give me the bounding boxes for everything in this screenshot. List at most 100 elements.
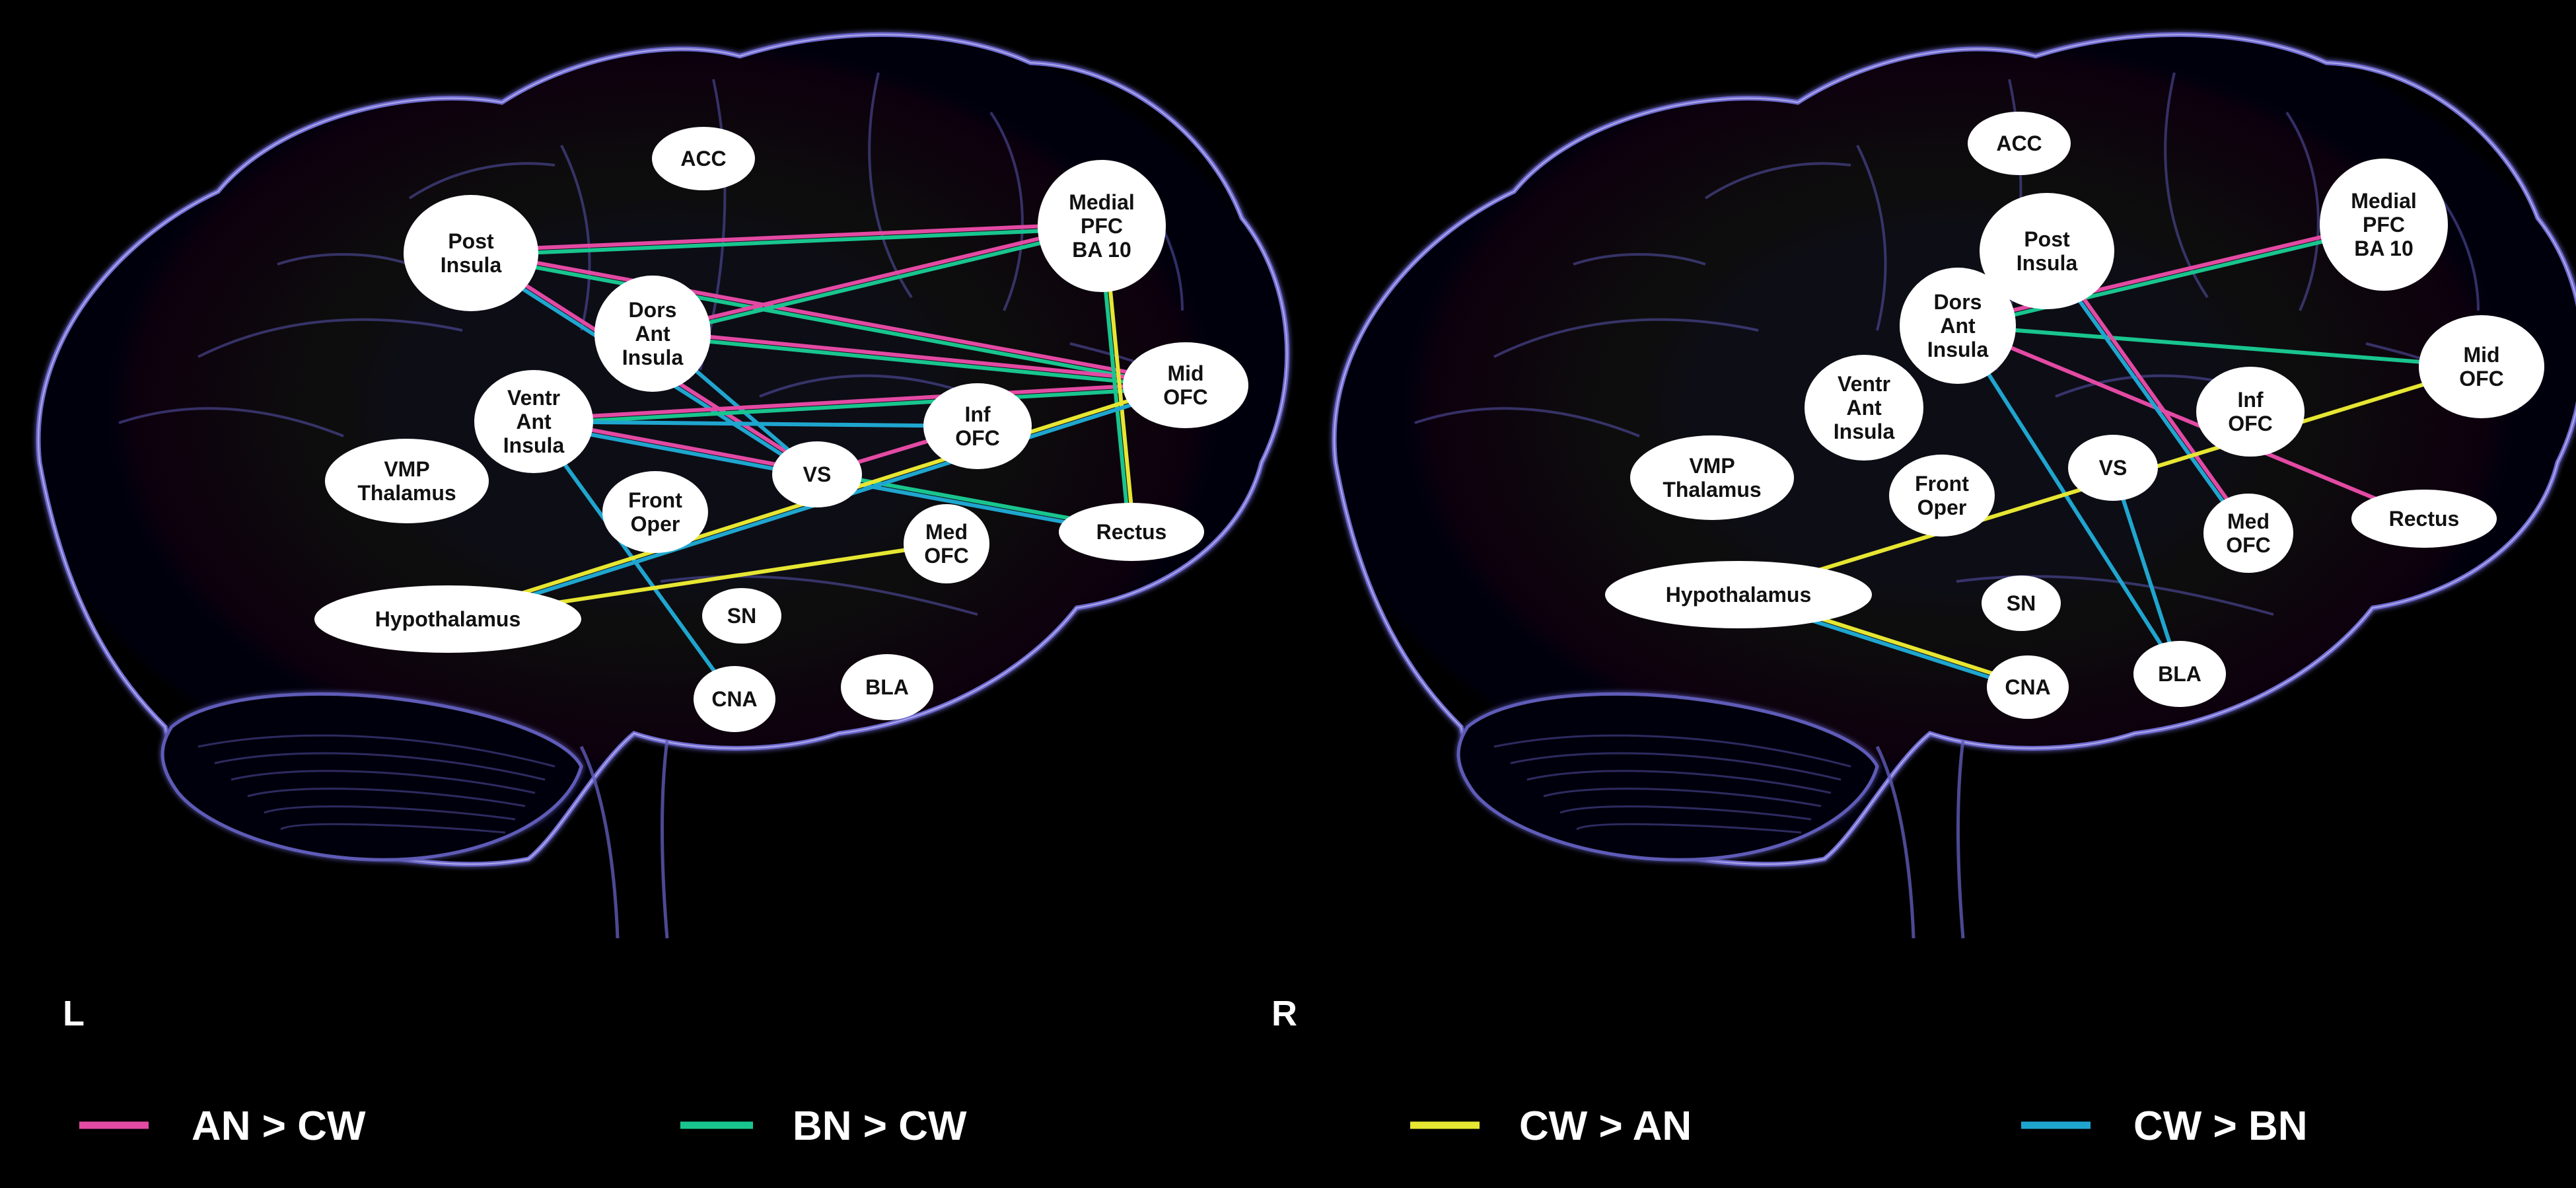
connection-post-insula-to-mid-ofc-bn-gt-cw bbox=[468, 253, 1188, 390]
legend-item: BN > CW bbox=[680, 1103, 967, 1149]
region-dors-ant-insula-ellipse bbox=[1900, 268, 2016, 384]
region-inf-ofc-label: OFC bbox=[955, 426, 1000, 450]
region-inf-ofc-label: Inf bbox=[2237, 388, 2263, 412]
region-vs: VS bbox=[2068, 435, 2158, 501]
region-mid-ofc-label: OFC bbox=[2459, 367, 2504, 390]
region-post-insula-ellipse bbox=[404, 195, 538, 311]
connection-dors-ant-insula-to-medial-pfc-bn-gt-cw bbox=[651, 226, 1104, 338]
sulcus-line bbox=[759, 374, 958, 398]
region-dors-ant-insula-label: Ant bbox=[1940, 314, 1976, 338]
connection-dors-ant-insula-to-mid-ofc-bn-gt-cw bbox=[1956, 324, 2484, 369]
region-inf-ofc-ellipse bbox=[923, 383, 1032, 469]
region-medial-pfc-label: BA 10 bbox=[2354, 237, 2414, 260]
cerebellum-fold bbox=[247, 788, 526, 807]
region-sn: SN bbox=[1982, 575, 2061, 631]
connection-dors-ant-insula-to-mid-ofc-an-gt-cw bbox=[651, 329, 1188, 385]
connection-ventr-ant-insula-to-mid-ofc-an-gt-cw bbox=[531, 381, 1188, 422]
region-ventr-ant-insula-label: Ventr bbox=[1838, 372, 1890, 396]
region-front-oper-label: Front bbox=[628, 488, 682, 512]
cerebellum-fold bbox=[1526, 770, 1832, 794]
legend-item: CW > BN bbox=[2021, 1103, 2308, 1149]
connection-ventr-ant-insula-to-inf-ofc-cw-gt-bn bbox=[532, 420, 980, 428]
region-mid-ofc-label: Mid bbox=[2463, 343, 2499, 367]
region-rectus: Rectus bbox=[1059, 503, 1204, 561]
connection-vs-to-bla-cw-gt-bn bbox=[2111, 466, 2182, 676]
legend-label: CW > AN bbox=[1519, 1103, 1692, 1149]
cerebellum-fold bbox=[197, 734, 555, 768]
region-vmp-thalamus-ellipse bbox=[1630, 435, 1794, 520]
legend-label: CW > BN bbox=[2133, 1103, 2308, 1149]
region-rectus-label: Rectus bbox=[2389, 507, 2460, 531]
region-bla-ellipse bbox=[841, 654, 933, 720]
region-vs-label: VS bbox=[2099, 456, 2128, 480]
region-ventr-ant-insula-label: Ventr bbox=[507, 386, 560, 410]
cerebellum-fold bbox=[1543, 788, 1822, 807]
sulcus-line bbox=[1856, 145, 1887, 331]
cerebellum-fold bbox=[1493, 734, 1851, 768]
connection-dors-ant-insula-to-mid-ofc-bn-gt-cw bbox=[650, 334, 1188, 390]
legend-item: AN > CW bbox=[79, 1103, 366, 1149]
region-rectus: Rectus bbox=[2351, 490, 2497, 548]
cerebellum-fold bbox=[1559, 805, 1812, 821]
region-bla-label: BLA bbox=[865, 675, 909, 699]
sulcus-line bbox=[560, 145, 591, 331]
region-inf-ofc-ellipse bbox=[2196, 367, 2305, 457]
region-vmp-thalamus-label: VMP bbox=[1689, 454, 1735, 478]
region-hypothalamus-ellipse bbox=[1605, 561, 1872, 628]
region-bla: BLA bbox=[841, 654, 933, 720]
region-acc-label: ACC bbox=[1996, 131, 2042, 155]
region-cna-label: CNA bbox=[711, 687, 757, 711]
region-front-oper-label: Oper bbox=[1917, 496, 1967, 519]
region-medial-pfc-label: BA 10 bbox=[1072, 238, 1131, 262]
region-med-ofc-ellipse bbox=[904, 504, 989, 583]
region-bla: BLA bbox=[2133, 641, 2226, 707]
region-cna-ellipse bbox=[694, 666, 775, 732]
region-ventr-ant-insula-label: Ant bbox=[1846, 396, 1882, 420]
sulcus-line bbox=[277, 253, 410, 266]
cerebellum-fold bbox=[214, 752, 546, 781]
region-cna-label: CNA bbox=[2005, 675, 2050, 699]
connection-ventr-ant-insula-to-mid-ofc-bn-gt-cw bbox=[532, 385, 1188, 426]
region-acc-ellipse bbox=[1968, 112, 2071, 175]
region-vmp-thalamus-label: Thalamus bbox=[1663, 478, 1761, 501]
region-cna: CNA bbox=[1987, 655, 2069, 719]
legend-item: CW > AN bbox=[1410, 1103, 1692, 1149]
sulcus-line bbox=[1704, 162, 1851, 200]
region-hypothalamus-label: Hypothalamus bbox=[375, 607, 520, 631]
region-ventr-ant-insula-label: Insula bbox=[503, 433, 565, 457]
cerebellum-outline bbox=[1456, 692, 1879, 862]
connection-post-insula-to-mid-ofc-an-gt-cw bbox=[469, 248, 1188, 385]
region-med-ofc-ellipse bbox=[2203, 494, 2293, 573]
sulcus-line bbox=[1956, 575, 2274, 616]
sulcus-line bbox=[197, 318, 463, 358]
region-medial-pfc-ellipse bbox=[2320, 159, 2448, 291]
region-mid-ofc-ellipse bbox=[2419, 315, 2544, 418]
region-hypothalamus-label: Hypothalamus bbox=[1666, 583, 1811, 607]
region-dors-ant-insula-label: Insula bbox=[622, 346, 684, 369]
cerebellum-fold bbox=[1510, 752, 1842, 781]
sulcus-line bbox=[989, 111, 1024, 311]
connection-dors-ant-insula-to-bla-cw-gt-bn bbox=[1956, 324, 2182, 676]
sulcus-line bbox=[1573, 253, 1706, 266]
region-post-insula-label: Insula bbox=[441, 253, 502, 277]
cerebellum-fold bbox=[231, 770, 536, 794]
legend-label: BN > CW bbox=[793, 1103, 967, 1149]
brainstem-outline bbox=[579, 739, 669, 939]
region-medial-pfc-label: Medial bbox=[1069, 190, 1135, 214]
region-front-oper-label: Front bbox=[1915, 472, 1969, 496]
region-vmp-thalamus-label: VMP bbox=[384, 457, 429, 481]
region-dors-ant-insula-label: Ant bbox=[635, 322, 670, 346]
sulcus-line bbox=[118, 407, 344, 437]
region-inf-ofc-label: OFC bbox=[2228, 412, 2273, 435]
cerebellum-outline bbox=[161, 692, 583, 862]
cerebellum-fold bbox=[1576, 823, 1802, 834]
